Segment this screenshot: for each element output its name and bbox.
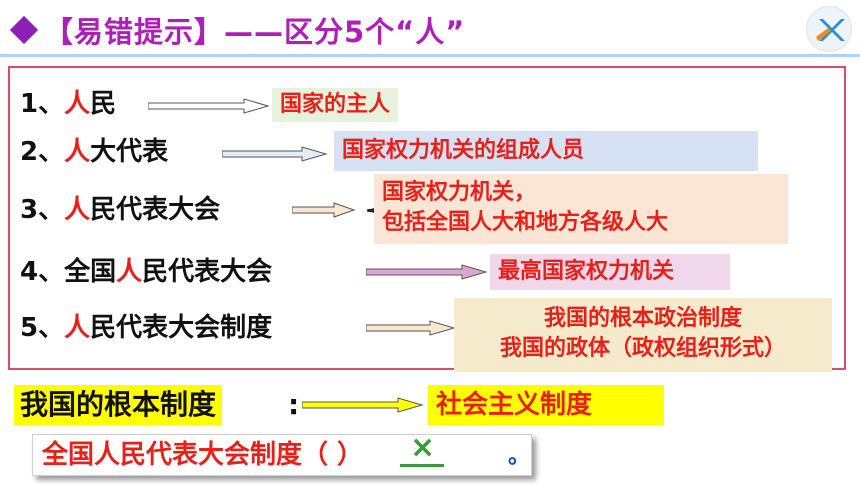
ren-char: 人 bbox=[64, 195, 91, 225]
cross-mark-icon: × bbox=[410, 430, 436, 465]
ren-char: 人 bbox=[64, 313, 91, 343]
basic-system-value: 社会主义制度 bbox=[428, 385, 664, 425]
diamond-icon bbox=[9, 15, 39, 45]
row-3-definition-line-1: 国家权力机关， bbox=[382, 180, 537, 205]
title-divider bbox=[0, 54, 860, 57]
logo-icon bbox=[806, 6, 852, 52]
row-rest: 民代表大会制度 bbox=[90, 313, 273, 343]
row-5-definition-line-1: 我国的根本政治制度 bbox=[543, 306, 742, 331]
arrow-right-icon bbox=[302, 397, 424, 413]
row-prefix: 5、 bbox=[20, 313, 65, 343]
question-box bbox=[32, 434, 532, 476]
page-title: 【易错提示】——区分5个“人” bbox=[44, 15, 466, 49]
basic-system-label: 我国的根本制度 bbox=[14, 385, 223, 425]
arrow-right-icon bbox=[366, 264, 488, 280]
row-5-definition: 我国的根本政治制度 我国的政体（政权组织形式） bbox=[454, 298, 832, 372]
row-prefix: 3、 bbox=[20, 195, 65, 225]
basic-system-colon: : bbox=[288, 388, 300, 421]
row-2-label: 2、人大代表 bbox=[20, 134, 168, 170]
row-rest: 民代表大会 bbox=[90, 195, 221, 225]
answer-underline bbox=[400, 464, 444, 467]
arrow-right-icon bbox=[222, 146, 328, 162]
row-rest: 民 bbox=[90, 89, 117, 119]
row-3-label: 3、人民代表大会 bbox=[20, 192, 220, 228]
title-bar: 【易错提示】——区分5个“人” bbox=[9, 8, 466, 52]
ren-char: 人 bbox=[64, 137, 91, 167]
row-rest: 大代表 bbox=[90, 137, 169, 167]
row-5-label: 5、人民代表大会制度 bbox=[20, 310, 272, 346]
row-prefix: 2、 bbox=[20, 137, 65, 167]
row-prefix: 1、 bbox=[20, 89, 65, 119]
row-3-definition-line-2: 包括全国人大和地方各级人大 bbox=[382, 210, 669, 235]
arrow-right-icon bbox=[292, 202, 356, 218]
row-4-definition: 最高国家权力机关 bbox=[490, 254, 730, 290]
distinction-box bbox=[8, 66, 846, 370]
ren-char: 人 bbox=[64, 89, 91, 119]
question-text: 全国人民代表大会制度（ ） bbox=[42, 440, 364, 470]
ren-char: 人 bbox=[116, 257, 143, 287]
row-1-definition: 国家的主人 bbox=[272, 88, 399, 122]
row-rest: 民代表大会 bbox=[142, 257, 273, 287]
arrow-right-icon bbox=[366, 320, 456, 336]
row-5-definition-line-2: 我国的政体（政权组织形式） bbox=[499, 336, 786, 361]
row-1-label: 1、人民 bbox=[20, 86, 116, 122]
arrow-right-icon bbox=[148, 98, 270, 114]
row-3-definition: 国家权力机关， 包括全国人大和地方各级人大 bbox=[374, 174, 788, 244]
row-2-definition: 国家权力机关的组成人员 bbox=[334, 131, 758, 171]
row-4-label: 4、全国人民代表大会 bbox=[20, 254, 272, 290]
row-prefix: 4、全国 bbox=[20, 257, 117, 287]
question-period: 。 bbox=[508, 444, 531, 469]
